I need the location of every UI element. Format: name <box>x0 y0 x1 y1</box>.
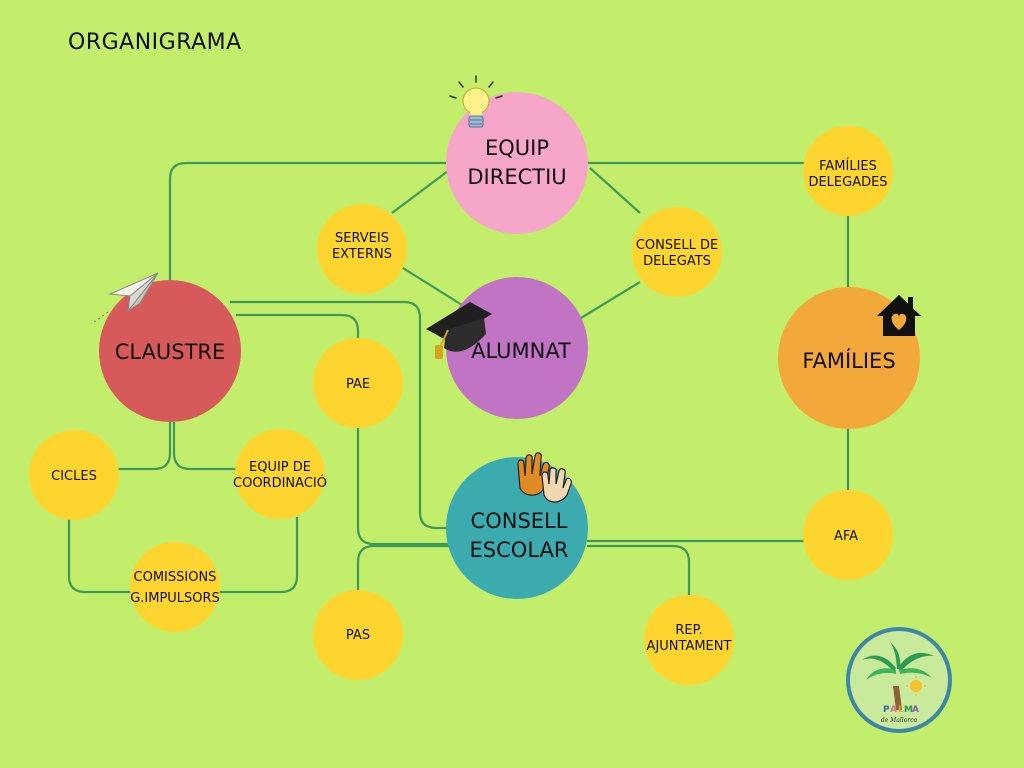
node-label-line: CONSELL <box>471 509 568 533</box>
node-label-line: CLAUSTRE <box>115 340 226 364</box>
node-label-line: CONSELL DE <box>636 238 718 253</box>
lightbulb-icon <box>449 75 503 128</box>
node-label-line: DIRECTIU <box>467 165 566 189</box>
logo-subtitle: de Mallorca <box>881 717 918 724</box>
connector-equip-serveis <box>391 167 453 214</box>
raised-hands-icon <box>517 452 572 503</box>
node-label-line: AJUNTAMENT <box>647 639 732 654</box>
logo-letter: L <box>898 705 904 715</box>
node-cicles[interactable]: CICLES <box>29 430 119 520</box>
node-label-line: G.IMPULSORS <box>130 591 220 606</box>
node-label-line: DELEGATS <box>643 254 711 269</box>
connector-equip-consell-delegats <box>589 167 641 214</box>
node-equip-directiu[interactable]: EQUIP DIRECTIU <box>446 92 588 234</box>
school-logo: P A L M A de Mallorca <box>846 627 952 733</box>
connector-consell-ajuntament <box>587 544 691 597</box>
node-label-line: EXTERNS <box>332 247 392 262</box>
node-serveis-externs[interactable]: SERVEIS EXTERNS <box>317 204 407 294</box>
node-label-line: AFA <box>834 529 858 544</box>
connectors <box>67 161 850 597</box>
palm-tree-icon <box>862 642 934 710</box>
connector-consell-pas <box>356 544 452 592</box>
node-label-line: SERVEIS <box>335 231 389 246</box>
house-heart-icon <box>877 295 921 336</box>
node-equip-coordinacio[interactable]: EQUIP DE COORDINACIÓ <box>233 429 327 519</box>
node-rep-ajuntament[interactable]: REP. AJUNTAMENT <box>644 595 734 685</box>
node-comissions[interactable]: COMISSIONS G.IMPULSORS <box>130 542 220 632</box>
node-consell-delegats[interactable]: CONSELL DE DELEGATS <box>632 207 722 297</box>
logo-letter: A <box>890 705 897 715</box>
node-label-line: EQUIP DE <box>249 460 311 475</box>
diagram-title: ORGANIGRAMA <box>68 30 242 55</box>
connector-serveis-alumnat <box>394 262 463 306</box>
node-label-line: ESCOLAR <box>470 538 569 562</box>
node-label-line: COORDINACIÓ <box>233 475 327 491</box>
connector-pae-consell <box>356 427 452 546</box>
connector-equip-claustre <box>168 161 450 282</box>
node-label-line: DELEGADES <box>808 175 887 190</box>
connector-claustre-coordinacio <box>172 422 236 471</box>
logo-letter: A <box>912 705 919 715</box>
node-label-line: COMISSIONS <box>134 570 217 585</box>
node-afa[interactable]: AFA <box>803 490 893 580</box>
graduation-cap-icon <box>426 302 492 359</box>
node-label-line: REP. <box>675 623 702 638</box>
connector-claustre-consell <box>230 300 450 530</box>
node-label-line: FAMÍLIES <box>819 158 877 174</box>
node-families-delegades[interactable]: FAMÍLIES DELEGADES <box>803 126 893 216</box>
connector-claustre-pae <box>236 313 360 342</box>
node-label-line: FAMÍLIES <box>802 348 895 373</box>
connector-claustre-cicles <box>118 422 172 471</box>
node-pas[interactable]: PAS <box>313 590 403 680</box>
logo-letter: P <box>883 705 890 715</box>
sun-icon <box>906 676 926 696</box>
node-label-line: CICLES <box>51 469 97 484</box>
node-claustre[interactable]: CLAUSTRE <box>99 280 241 422</box>
connector-consell-delegats-alumnat <box>580 281 641 319</box>
connector-coordinacio-comissions <box>218 517 299 594</box>
node-pae[interactable]: PAE <box>313 338 403 428</box>
node-label-line: ALUMNAT <box>471 339 571 363</box>
paper-plane-icon <box>93 272 159 323</box>
node-label-line: PAS <box>346 628 370 643</box>
logo-letter: M <box>904 705 913 715</box>
node-label-line: PAE <box>346 377 370 392</box>
connector-cicles-comissions <box>67 517 133 594</box>
node-label-line: EQUIP <box>485 136 549 160</box>
